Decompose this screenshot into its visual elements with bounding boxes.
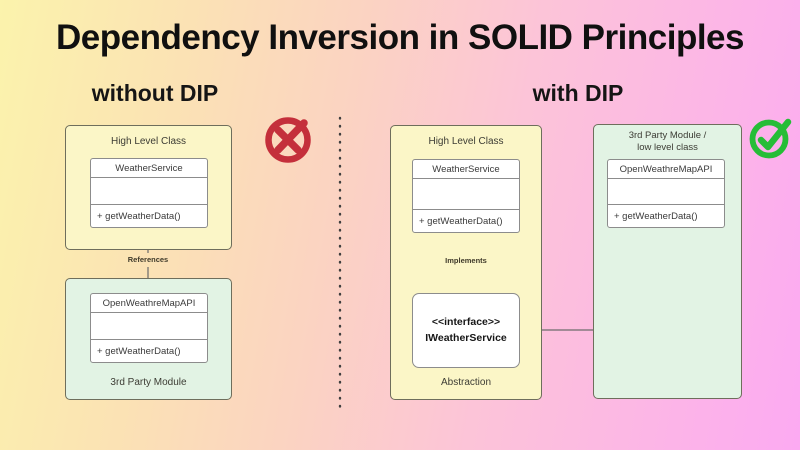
right-third-party-label: 3rd Party Module / low level class [593,130,742,154]
class-fields-empty [608,179,724,204]
right-weatherservice-class: WeatherService + getWeatherData() [412,159,520,233]
interface-stereotype: <<interface>> [431,316,501,329]
page-title: Dependency Inversion in SOLID Principles [56,18,744,57]
class-fields-empty [91,313,207,339]
class-name: WeatherService [413,160,519,179]
class-method: + getWeatherData() [413,209,519,232]
left-high-level-label: High Level Class [110,136,187,147]
class-fields-empty [91,178,207,204]
check-circle-icon [749,118,792,159]
class-method: + getWeatherData() [91,204,207,227]
left-section-heading: without DIP [91,80,219,106]
interface-name: IWeatherService [425,331,507,344]
iweatherservice-interface-box: <<interface>> IWeatherService [412,293,520,368]
class-method: + getWeatherData() [608,204,724,227]
references-label: References [127,255,169,264]
class-name: OpenWeathreMapAPI [91,294,207,313]
class-method: + getWeatherData() [91,339,207,362]
class-name: WeatherService [91,159,207,178]
implements-label: Implements [445,256,487,265]
right-openweathremapapi-class: OpenWeathreMapAPI + getWeatherData() [607,159,725,228]
right-high-level-label: High Level Class [428,136,504,147]
abstraction-label: Abstraction [440,377,492,388]
right-third-party-label-line1: 3rd Party Module / [628,130,707,141]
left-openweathremapapi-class: OpenWeathreMapAPI + getWeatherData() [90,293,208,363]
class-fields-empty [413,179,519,209]
class-name: OpenWeathreMapAPI [608,160,724,179]
right-third-party-label-line2: low level class [637,141,698,153]
left-third-party-label: 3rd Party Module [110,377,187,388]
left-weatherservice-class: WeatherService + getWeatherData() [90,158,208,228]
right-section-heading: with DIP [532,80,624,106]
cross-circle-icon [265,117,311,163]
